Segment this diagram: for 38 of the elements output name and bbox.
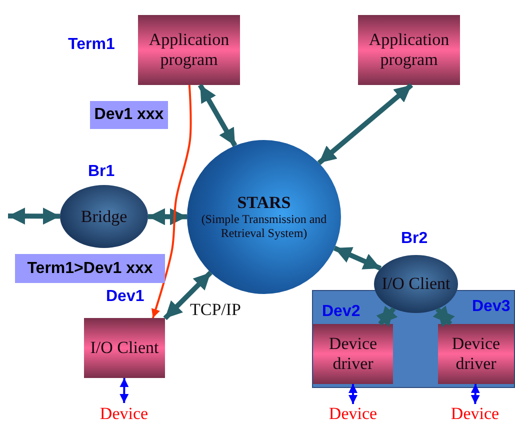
message-label: Dev1 xxx (90, 101, 168, 129)
box-label: I/O Client (90, 338, 159, 358)
node-tag: Br2 (401, 230, 428, 248)
double-arrow (163, 270, 212, 320)
device-label: Device (100, 404, 148, 424)
node-tag: Dev3 (472, 298, 510, 316)
process-box (84, 318, 165, 378)
group-panel (312, 290, 515, 388)
double-arrow (8, 208, 60, 225)
box-label: Device driver (450, 334, 502, 374)
node-tag: Br1 (88, 163, 115, 181)
device-label: Device (328, 404, 378, 424)
process-box (358, 15, 460, 85)
double-arrow (317, 83, 414, 165)
double-arrow (432, 306, 455, 328)
double-arrow (470, 384, 480, 404)
process-box (438, 324, 514, 384)
double-arrow (148, 208, 187, 226)
double-arrow (120, 378, 129, 403)
double-arrow (376, 306, 398, 327)
box-label: Application program (368, 30, 450, 70)
double-arrow (198, 84, 238, 147)
box-label: Application program (148, 30, 230, 70)
arrow (151, 84, 192, 318)
double-arrow (333, 246, 382, 271)
node-tag: Term1 (68, 36, 115, 54)
message-label: Term1>Dev1 xxx (15, 254, 165, 283)
process-box (313, 324, 393, 384)
box-label: Device driver (328, 334, 378, 374)
box-label: I/O Client (382, 274, 450, 294)
system-subtitle: (Simple Transmission and Retrieval System) (200, 212, 328, 241)
process-box (138, 15, 240, 85)
system-title: STARS (237, 193, 291, 213)
device-label: Device (450, 404, 500, 424)
box-label: Bridge (80, 206, 128, 226)
node-tag: Dev2 (322, 303, 360, 321)
node-tag: Dev1 (106, 288, 144, 306)
double-arrow (348, 384, 358, 404)
